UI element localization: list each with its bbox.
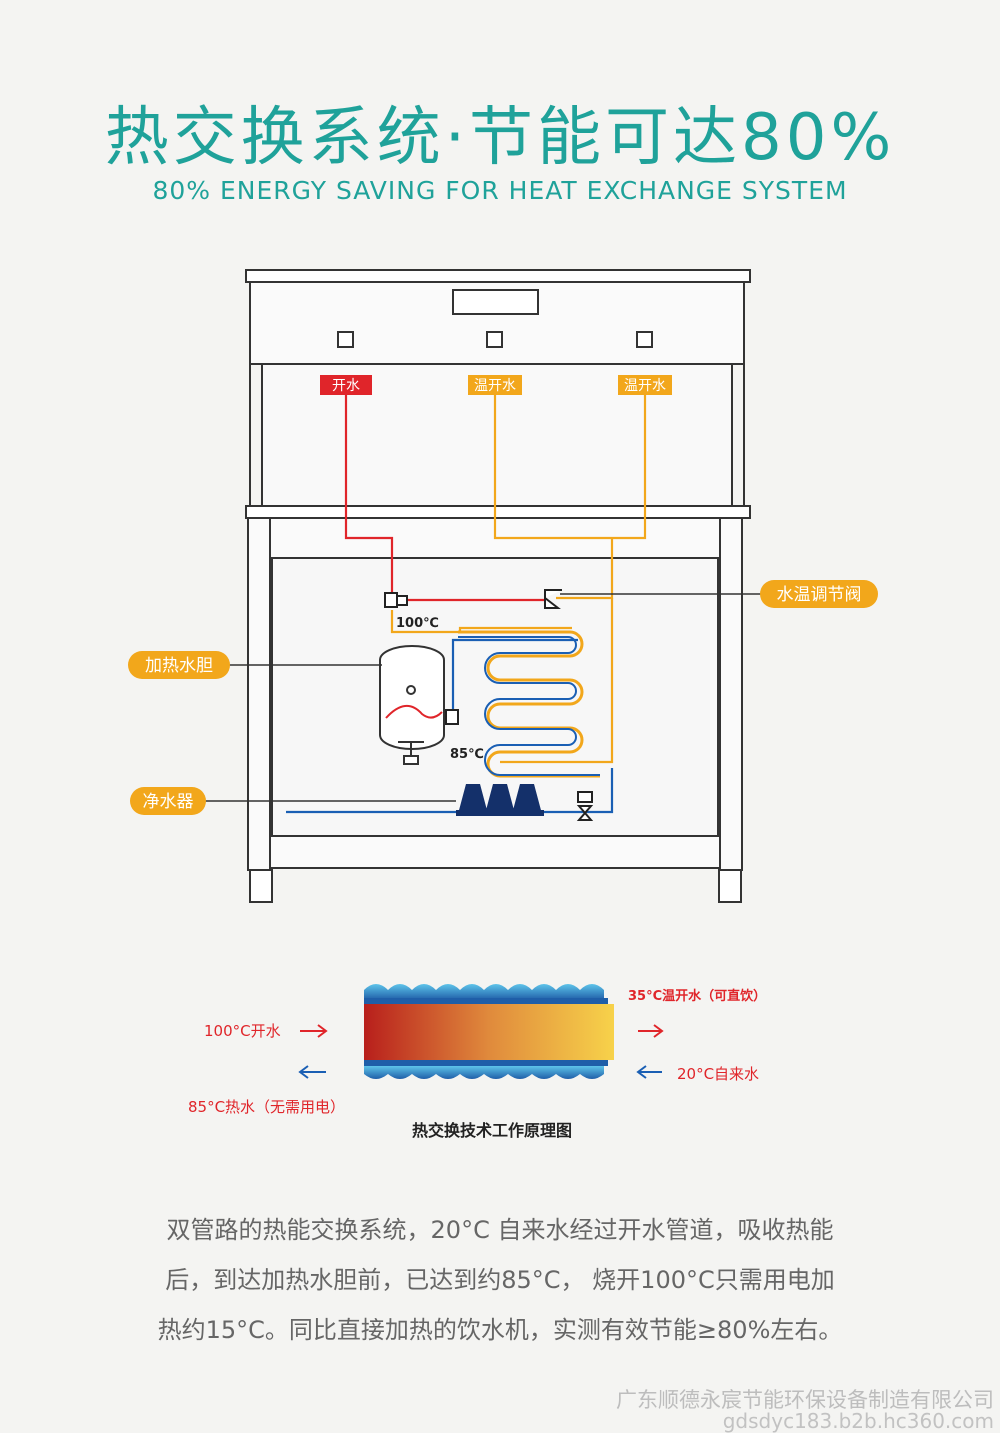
description-line-2: 后，到达加热水胆前，已达到约85°C， 烧开100°C只需用电加 [165, 1266, 835, 1294]
tap-label-warm-bg [468, 375, 522, 395]
coil-blue [458, 636, 600, 776]
label-in-hot: 100°C开水 [204, 1022, 281, 1040]
warm-pipe-1 [493, 392, 647, 540]
callout-purifier: 净水器 [143, 792, 194, 812]
tap-labels: 开水 温开水 温开水 [320, 375, 672, 395]
label-out-warm: 35°C温开水（可直饮） [628, 988, 766, 1004]
arrow-right-icon [638, 1024, 664, 1038]
hot-core [364, 1004, 614, 1060]
heat-exchange-diagram: 100°C开水 35°C温开水（可直饮） 20°C自来水 85°C热水（无需用电… [188, 984, 766, 1140]
valve-icon [384, 589, 562, 725]
callout-valve: 水温调节阀 [777, 585, 862, 605]
purifier-filters-icon [456, 784, 544, 816]
heating-tank-icon [379, 645, 445, 765]
tap-button-1 [337, 331, 354, 348]
coil-orange [458, 630, 600, 778]
description: 双管路的热能交换系统，20°C 自来水经过开水管道，吸收热能 后，到达加热水胆前… [125, 1205, 875, 1355]
arrow-left-icon [298, 1065, 326, 1079]
temp-label-tank: 85℃ [450, 747, 484, 762]
arrow-right-icon [300, 1024, 328, 1038]
tap-label-boiling: 开水 [332, 378, 360, 394]
hot-pipe [344, 392, 548, 602]
temp-label-top: 100℃ [396, 616, 439, 631]
page-subtitle: 80% ENERGY SAVING FOR HEAT EXCHANGE SYST… [152, 176, 848, 205]
footer-url: gdsdyc183.b2b.hc360.com [722, 1409, 994, 1433]
label-in-tap: 20°C自来水 [677, 1065, 759, 1083]
tap-label-warm-1: 温开水 [474, 378, 516, 394]
pipes [286, 392, 647, 814]
tap-button-3 [636, 331, 653, 348]
callout-tank: 加热水胆 [145, 656, 213, 676]
display-panel [452, 289, 539, 315]
tap-label-boiling-bg [320, 375, 372, 395]
tap-label-warm2-bg [618, 375, 672, 395]
description-line-3: 热约15°C。同比直接加热的饮水机，实测有效节能≥80%左右。 [157, 1316, 843, 1344]
tap-pipe [286, 768, 614, 814]
arrow-left-icon [636, 1065, 662, 1079]
label-out-hot: 85°C热水（无需用电） [188, 1098, 345, 1116]
diagram-caption: 热交换技术工作原理图 [412, 1121, 572, 1140]
callouts: 水温调节阀 加热水胆 净水器 [128, 580, 878, 815]
description-line-1: 双管路的热能交换系统，20°C 自来水经过开水管道，吸收热能 [166, 1216, 834, 1244]
footer-company: 广东顺德永宸节能环保设备制造有限公司 [616, 1388, 994, 1412]
inlet-valve-icon [576, 791, 594, 821]
tap-button-2 [486, 331, 503, 348]
tap-label-warm-2: 温开水 [624, 378, 666, 394]
page-title: 热交换系统·节能可达80% [104, 101, 896, 175]
